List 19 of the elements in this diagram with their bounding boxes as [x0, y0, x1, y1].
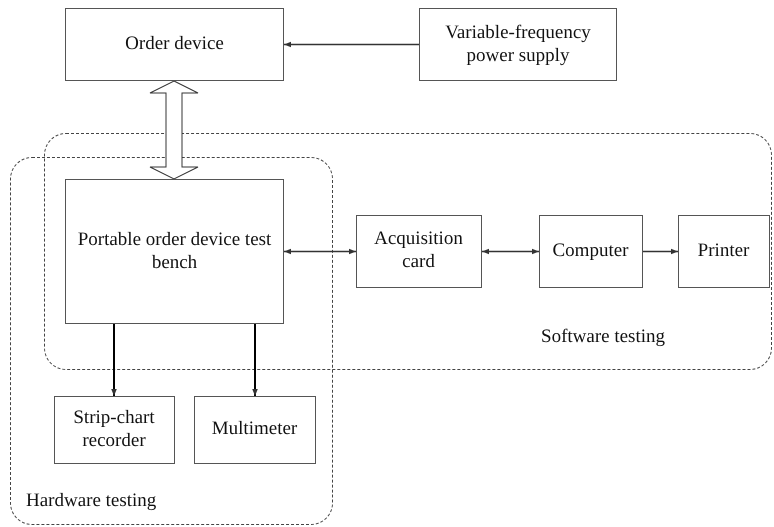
group-label: Software testing	[541, 326, 666, 348]
hollow-double-arrow	[150, 80, 198, 180]
arrow	[111, 324, 117, 396]
process-box: Strip-chart recorder	[54, 396, 174, 464]
arrow	[284, 248, 356, 254]
process-box: Printer	[678, 214, 770, 288]
arrow	[284, 42, 419, 48]
dashed-group-frame	[44, 133, 772, 370]
arrow	[643, 248, 678, 254]
process-box: Computer	[538, 214, 642, 288]
dashed-group-frame	[10, 157, 333, 525]
process-box: Order device	[65, 8, 284, 81]
group-label: Hardware testing	[26, 490, 156, 512]
process-box: Variable-frequency power supply	[419, 8, 617, 81]
arrow	[482, 248, 539, 254]
process-box: Portable order device test bench	[65, 179, 284, 324]
process-box: Multimeter	[194, 396, 316, 464]
arrow	[252, 324, 258, 396]
process-box: Acquisition card	[356, 214, 482, 288]
